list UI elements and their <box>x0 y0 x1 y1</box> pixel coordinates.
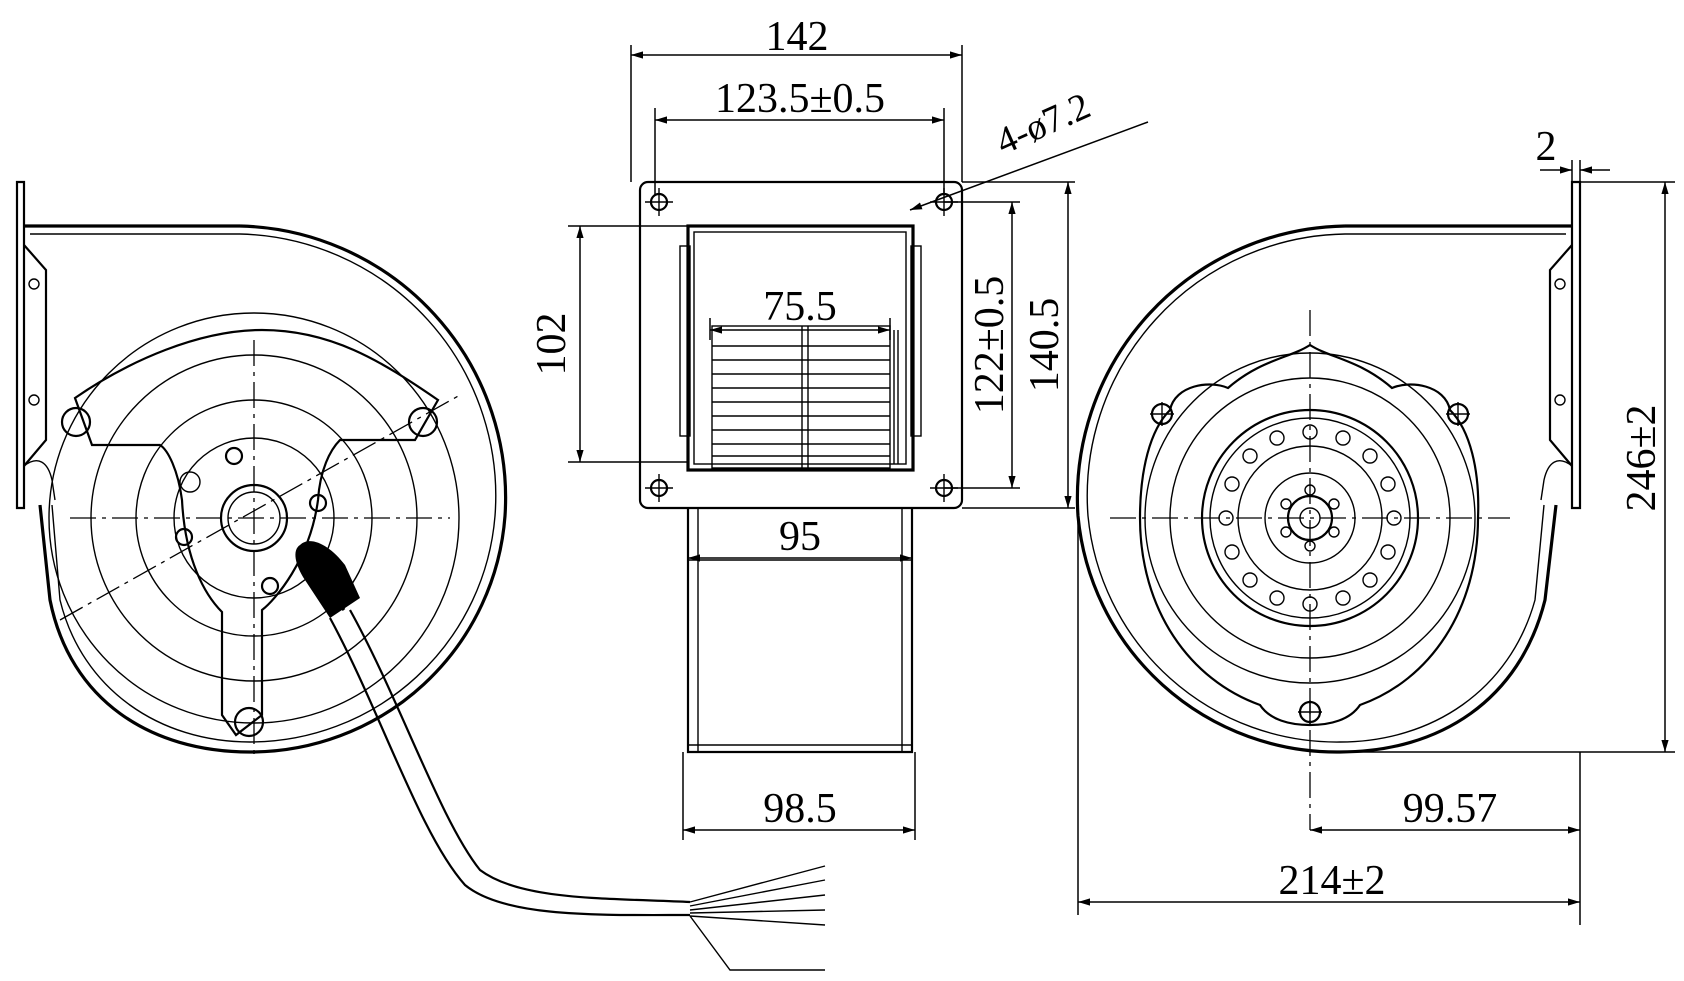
mount-hole-bl <box>645 474 673 502</box>
left-view-motor-side <box>15 180 826 971</box>
front-view-outlet <box>638 180 964 754</box>
dim-flange-thickness: 2 <box>1536 124 1557 170</box>
dim-mount-hole-spacing-y: 122±0.5 <box>967 276 1013 415</box>
dim-axis-to-flange: 99.57 <box>1403 786 1498 832</box>
dim-inner-width: 75.5 <box>763 284 837 330</box>
screw-left <box>1150 402 1174 426</box>
right-view-inlet-side <box>1075 180 1582 830</box>
screw-right <box>1446 402 1470 426</box>
dim-flange-height: 140.5 <box>1022 298 1068 393</box>
dim-overall-depth: 214±2 <box>1278 858 1385 904</box>
dimension-labels: 142 123.5±0.5 4-ø7.2 102 75.5 122±0.5 14… <box>529 14 1665 904</box>
dim-outlet-height: 102 <box>529 313 575 376</box>
dim-mount-hole-spacing-x: 123.5±0.5 <box>715 76 885 122</box>
mount-hole-tl <box>645 188 673 216</box>
dim-outlet-width: 95 <box>779 514 821 560</box>
dim-overall-height: 246±2 <box>1619 404 1665 511</box>
dimension-lines <box>568 45 1675 925</box>
dim-wheel-width: 98.5 <box>763 786 837 832</box>
wheel-blades <box>711 325 899 469</box>
dim-mount-holes: 4-ø7.2 <box>990 85 1097 163</box>
dim-overall-width-front: 142 <box>766 14 829 60</box>
